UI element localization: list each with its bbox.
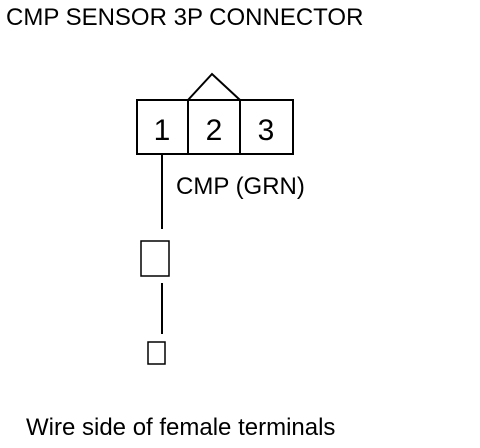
connector-housing [136, 99, 294, 155]
terminal-upper [140, 240, 170, 277]
connector-lock-tab [187, 72, 241, 101]
pin-number-3: 3 [258, 114, 275, 147]
terminal-lower [147, 341, 166, 365]
wire-label: CMP (GRN) [176, 173, 305, 200]
diagram-title: CMP SENSOR 3P CONNECTOR [6, 4, 364, 31]
pin-number-2: 2 [206, 114, 223, 147]
pin-number-1: 1 [154, 114, 171, 147]
diagram-caption: Wire side of female terminals [26, 414, 336, 441]
